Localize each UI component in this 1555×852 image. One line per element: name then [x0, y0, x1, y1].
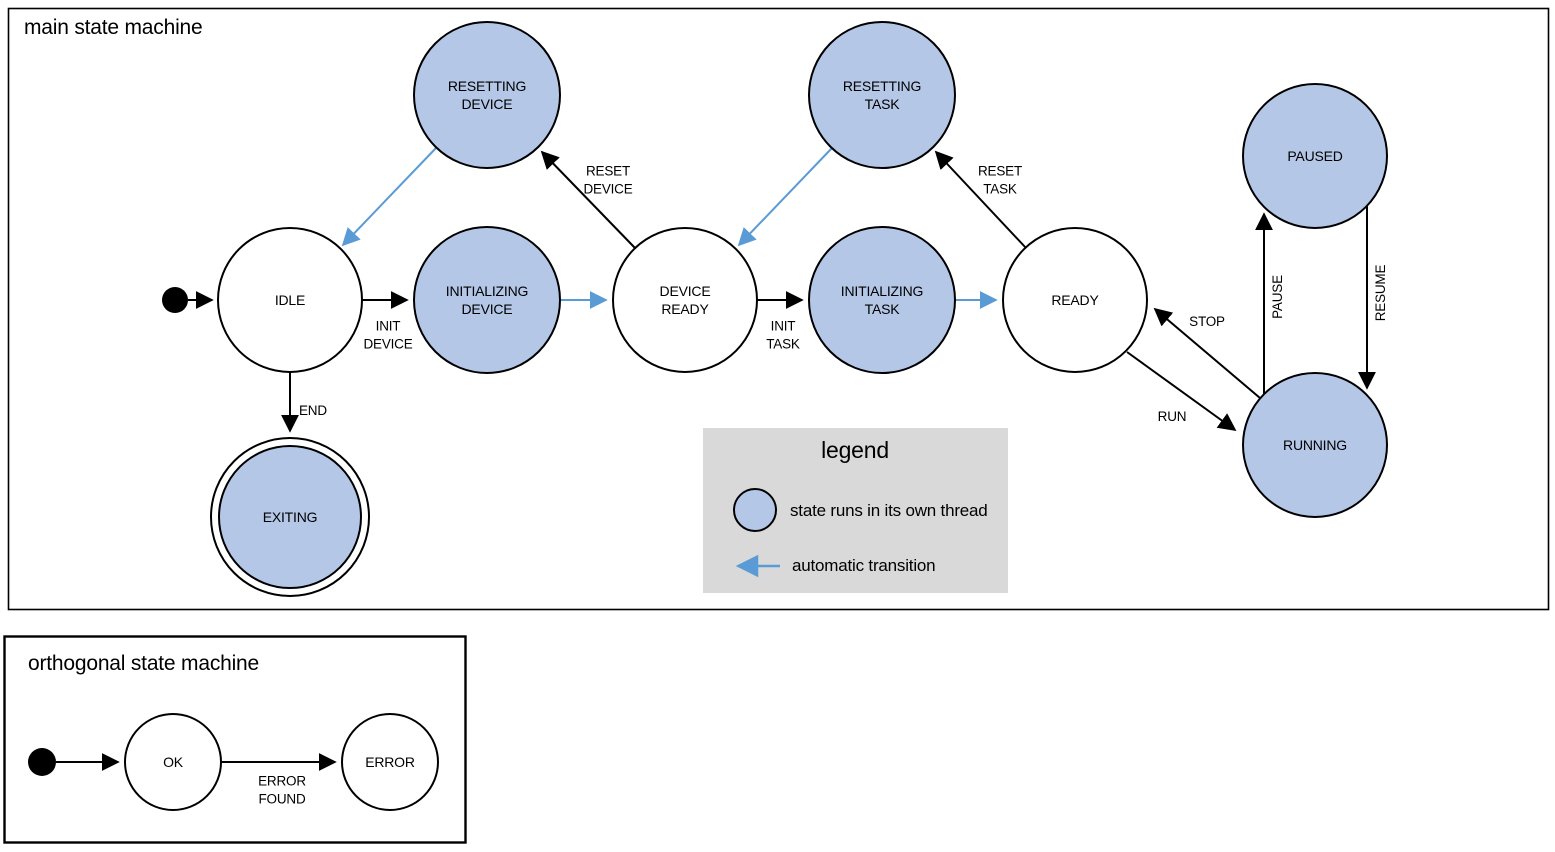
state-circle-error [341, 713, 439, 811]
ortho-initial-state-dot [28, 748, 56, 776]
transition-run [1126, 351, 1237, 432]
state-circle-ok [124, 713, 222, 811]
state-circle-running [1242, 372, 1388, 518]
state-circle-ready [1002, 227, 1148, 373]
state-circle-initializing-task [808, 226, 956, 374]
state-circle-resetting-task [808, 21, 956, 169]
state-circle-paused [1242, 83, 1388, 229]
state-circle-idle [217, 227, 363, 373]
orthogonal-state-machine-frame [3, 635, 467, 844]
state-circle-device-ready [612, 227, 758, 373]
transition-stop [1153, 307, 1261, 399]
main-state-machine-frame [7, 7, 1550, 611]
state-circle-initializing-device [413, 226, 561, 374]
state-circle-exiting [218, 445, 362, 589]
auto-transition-resetting-device-to-idle [341, 147, 437, 247]
transition-reset-task [934, 150, 1027, 249]
auto-transition-resetting-task-to-device-ready [737, 147, 833, 247]
transition-reset-device [540, 150, 636, 249]
legend-thread-state-icon [733, 488, 777, 532]
state-circle-resetting-device [413, 21, 561, 169]
initial-state-dot [162, 287, 188, 313]
